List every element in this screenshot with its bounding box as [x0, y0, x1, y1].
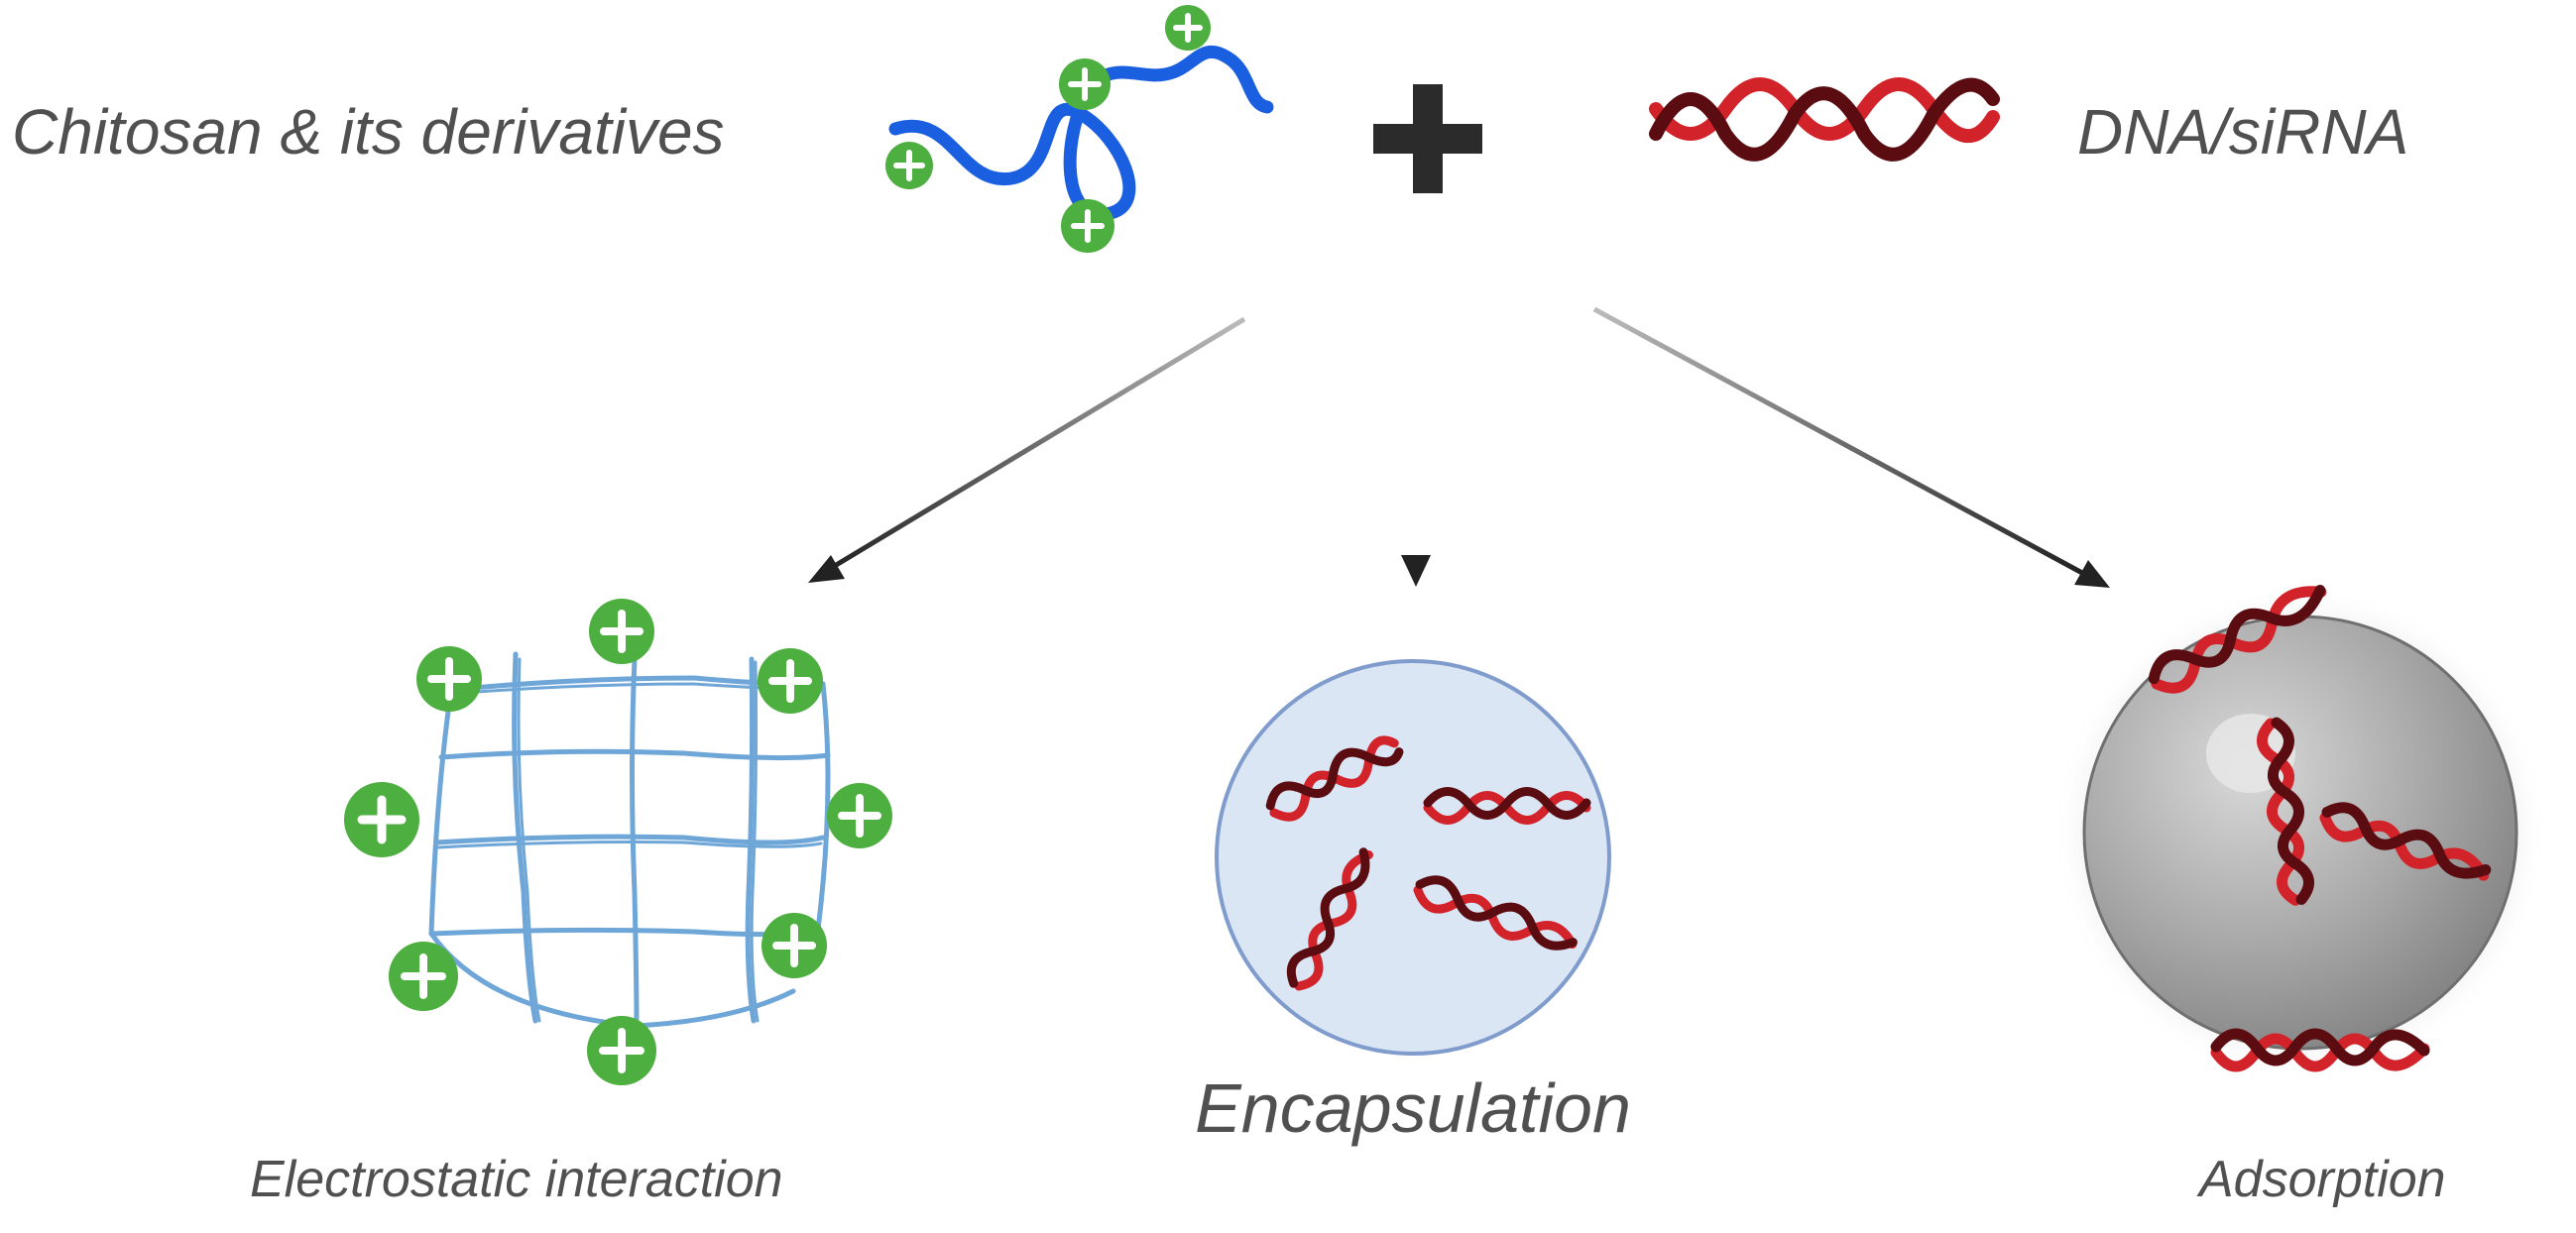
- chitosan-polymer-icon: [885, 5, 1274, 253]
- arrow-to-electrostatic: [808, 316, 1246, 583]
- positive-charge-icon: [389, 942, 458, 1011]
- arrow-to-adsorption: [1592, 306, 2110, 588]
- label-electrostatic-interaction: Electrostatic interaction: [250, 1151, 783, 1208]
- capsule: [1215, 659, 1611, 1056]
- nanoparticle: [2052, 585, 2548, 1080]
- positive-charge-icon: [589, 599, 654, 664]
- positive-charge-icon: [1165, 5, 1211, 51]
- dna-helix-icon: [2148, 585, 2492, 1072]
- positive-charge-icon: [1059, 58, 1111, 110]
- positive-charge-icon: [1061, 199, 1114, 253]
- positive-charge-icon: [885, 142, 933, 189]
- label-dna-sirna: DNA/siRNA: [2077, 96, 2409, 168]
- label-adsorption: Adsorption: [2199, 1151, 2446, 1208]
- positive-charge-icon: [758, 648, 823, 714]
- mesh-charges: [344, 599, 892, 1085]
- label-chitosan: Chitosan & its derivatives: [12, 96, 725, 168]
- label-encapsulation: Encapsulation: [1195, 1069, 1631, 1147]
- positive-charge-icon: [344, 782, 419, 857]
- positive-charge-icon: [827, 783, 892, 848]
- dna-helix-icon: [1649, 77, 2000, 162]
- mesh-network: [428, 651, 831, 1029]
- positive-charge-icon: [761, 913, 827, 978]
- positive-charge-icon: [416, 646, 482, 712]
- positive-charge-icon: [587, 1016, 656, 1085]
- dna-helix-icon: [1265, 735, 1591, 991]
- plus-icon: [1373, 84, 1482, 193]
- arrow-to-encapsulation: [1401, 332, 1431, 587]
